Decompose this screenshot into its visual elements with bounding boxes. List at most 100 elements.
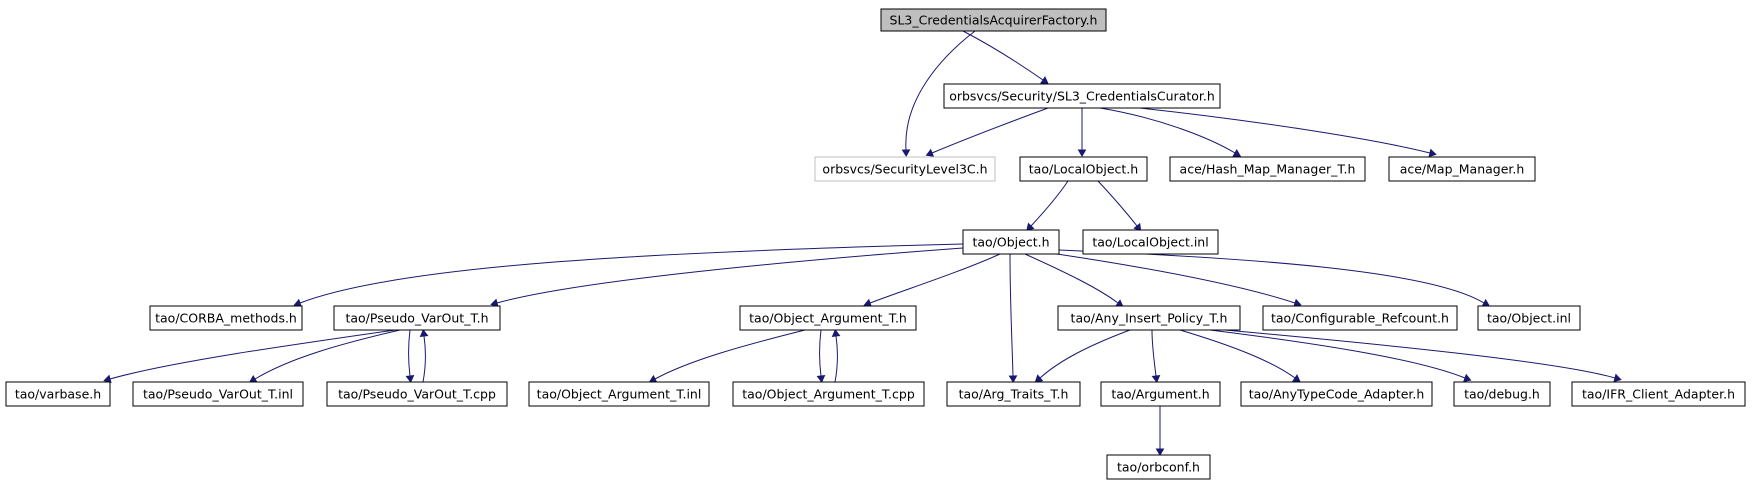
svg-text:tao/Argument.h: tao/Argument.h <box>1111 387 1209 402</box>
edge-line <box>834 335 838 383</box>
node-map-manager[interactable]: ace/Map_Manager.h <box>1388 156 1536 182</box>
node-corba-methods[interactable]: tao/CORBA_methods.h <box>149 305 303 331</box>
node-varbase[interactable]: tao/varbase.h <box>5 381 111 407</box>
edge-n0-to-n1 <box>962 30 1049 84</box>
edge-arrowhead <box>1008 375 1018 383</box>
svg-text:orbsvcs/SecurityLevel3C.h: orbsvcs/SecurityLevel3C.h <box>822 162 987 177</box>
edge-arrowhead <box>490 298 499 308</box>
edge-line <box>1179 329 1296 379</box>
edge-n9-to-n15 <box>248 329 401 383</box>
edge-n3-to-n6 <box>1026 180 1069 232</box>
edge-arrowhead <box>103 374 112 384</box>
node-anytypecode-adapter[interactable]: tao/AnyTypeCode_Adapter.h <box>1240 381 1433 407</box>
edge-line <box>496 247 964 304</box>
node-arg-traits[interactable]: tao/Arg_Traits_T.h <box>946 381 1081 407</box>
node-local-object-h[interactable]: tao/LocalObject.h <box>1019 156 1148 182</box>
svg-text:tao/debug.h: tao/debug.h <box>1464 387 1540 402</box>
node-configurable-refcount[interactable]: tao/Configurable_Refcount.h <box>1262 305 1458 331</box>
svg-text:orbsvcs/Security/SL3_Credentia: orbsvcs/Security/SL3_CredentialsCurator.… <box>949 89 1215 104</box>
svg-text:tao/Any_Insert_Policy_T.h: tao/Any_Insert_Policy_T.h <box>1071 311 1228 326</box>
edge-line <box>109 329 396 380</box>
edge-line <box>1139 107 1431 154</box>
svg-text:tao/Object_Argument_T.cpp: tao/Object_Argument_T.cpp <box>742 387 915 402</box>
edge-line <box>1039 329 1131 379</box>
node-object-argument-h[interactable]: tao/Object_Argument_T.h <box>739 305 917 331</box>
edge-arrowhead <box>1232 148 1242 157</box>
svg-text:tao/varbase.h: tao/varbase.h <box>15 387 101 402</box>
edge-line <box>1097 180 1138 227</box>
node-pseudo-varout-cpp[interactable]: tao/Pseudo_VarOut_T.cpp <box>326 381 508 407</box>
edge-n10-to-n18 <box>816 329 826 383</box>
node-debug-h[interactable]: tao/debug.h <box>1453 381 1551 407</box>
node-hash-map-manager[interactable]: ace/Hash_Map_Manager_T.h <box>1169 156 1366 182</box>
edge-n11-to-n21 <box>1179 329 1301 382</box>
edge-arrowhead <box>1077 149 1087 157</box>
edge-n20-to-n24 <box>1155 406 1165 456</box>
svg-text:tao/AnyTypeCode_Adapter.h: tao/AnyTypeCode_Adapter.h <box>1249 387 1425 402</box>
edge-n1-to-n2 <box>925 107 1049 157</box>
edge-n6-to-n8 <box>293 243 964 307</box>
node-security-level3c[interactable]: orbsvcs/SecurityLevel3C.h <box>814 156 996 182</box>
svg-text:ace/Map_Manager.h: ace/Map_Manager.h <box>1400 162 1525 177</box>
svg-text:tao/IFR_Client_Adapter.h: tao/IFR_Client_Adapter.h <box>1582 387 1735 402</box>
edge-n11-to-n23 <box>1224 329 1622 383</box>
edge-n18-to-n10 <box>831 329 841 383</box>
svg-text:tao/LocalObject.h: tao/LocalObject.h <box>1029 162 1138 177</box>
node-object-argument-inl[interactable]: tao/Object_Argument_T.inl <box>528 381 710 407</box>
edge-arrowhead <box>816 375 826 383</box>
node-argument-h[interactable]: tao/Argument.h <box>1100 381 1221 407</box>
edge-arrowhead <box>1026 222 1035 232</box>
edge-arrowhead <box>405 375 415 383</box>
edge-line <box>422 335 426 383</box>
edge-arrowhead <box>863 298 872 307</box>
node-pseudo-varout-h[interactable]: tao/Pseudo_VarOut_T.h <box>333 305 501 331</box>
svg-text:tao/Pseudo_VarOut_T.cpp: tao/Pseudo_VarOut_T.cpp <box>338 387 496 402</box>
edge-n11-to-n22 <box>1209 329 1472 382</box>
node-object-argument-cpp[interactable]: tao/Object_Argument_T.cpp <box>732 381 925 407</box>
edge-arrowhead <box>1155 448 1165 456</box>
edge-arrowhead <box>293 298 302 307</box>
edge-line <box>654 329 806 380</box>
edge-n1-to-n5 <box>1139 107 1437 158</box>
edge-arrowhead <box>1040 76 1049 84</box>
svg-text:tao/LocalObject.inl: tao/LocalObject.inl <box>1092 235 1208 250</box>
edge-n6-to-n13 <box>1058 249 1491 307</box>
node-sl3-credentials-acquirer-factory[interactable]: SL3_CredentialsAcquirerFactory.h <box>880 8 1107 32</box>
edge-line <box>1224 329 1616 379</box>
node-ifr-client-adapter[interactable]: tao/IFR_Client_Adapter.h <box>1571 381 1746 407</box>
edge-n11-to-n20 <box>1151 329 1161 383</box>
svg-text:tao/Object_Argument_T.h: tao/Object_Argument_T.h <box>749 311 907 326</box>
edge-line <box>1009 253 1014 377</box>
edge-line <box>1058 249 1485 304</box>
edge-n6-to-n9 <box>490 247 964 308</box>
edge-line <box>1030 180 1069 227</box>
edge-line <box>1099 107 1236 154</box>
svg-text:tao/Pseudo_VarOut_T.inl: tao/Pseudo_VarOut_T.inl <box>143 387 293 402</box>
node-object-inl[interactable]: tao/Object.inl <box>1477 305 1581 331</box>
node-orbconf[interactable]: tao/orbconf.h <box>1106 454 1211 480</box>
svg-text:tao/Arg_Traits_T.h: tao/Arg_Traits_T.h <box>959 387 1069 402</box>
edge-line <box>299 243 964 304</box>
graph-edges <box>103 30 1622 456</box>
node-any-insert-policy[interactable]: tao/Any_Insert_Policy_T.h <box>1057 305 1241 331</box>
graph-nodes: SL3_CredentialsAcquirerFactory.h orbsvcs… <box>5 8 1746 480</box>
edge-n1-to-n4 <box>1099 107 1242 157</box>
node-object-h[interactable]: tao/Object.h <box>962 229 1060 255</box>
edge-n6-to-n19 <box>1008 253 1018 383</box>
edge-line <box>1024 253 1119 304</box>
edge-arrowhead <box>1292 374 1301 382</box>
node-local-object-inl[interactable]: tao/LocalObject.inl <box>1082 229 1219 255</box>
edge-arrowhead <box>1133 222 1142 232</box>
edge-n10-to-n17 <box>648 329 806 383</box>
node-pseudo-varout-inl[interactable]: tao/Pseudo_VarOut_T.inl <box>132 381 304 407</box>
edge-line <box>1209 329 1466 379</box>
edge-n1-to-n3 <box>1077 107 1087 157</box>
node-sl3-credentials-curator[interactable]: orbsvcs/Security/SL3_CredentialsCurator.… <box>943 83 1221 109</box>
svg-text:tao/CORBA_methods.h: tao/CORBA_methods.h <box>155 311 297 326</box>
svg-text:tao/orbconf.h: tao/orbconf.h <box>1117 460 1200 475</box>
edge-line <box>819 329 822 377</box>
edge-arrowhead <box>1428 148 1437 158</box>
edge-n16-to-n9 <box>419 329 429 383</box>
edge-arrowhead <box>1613 373 1622 383</box>
